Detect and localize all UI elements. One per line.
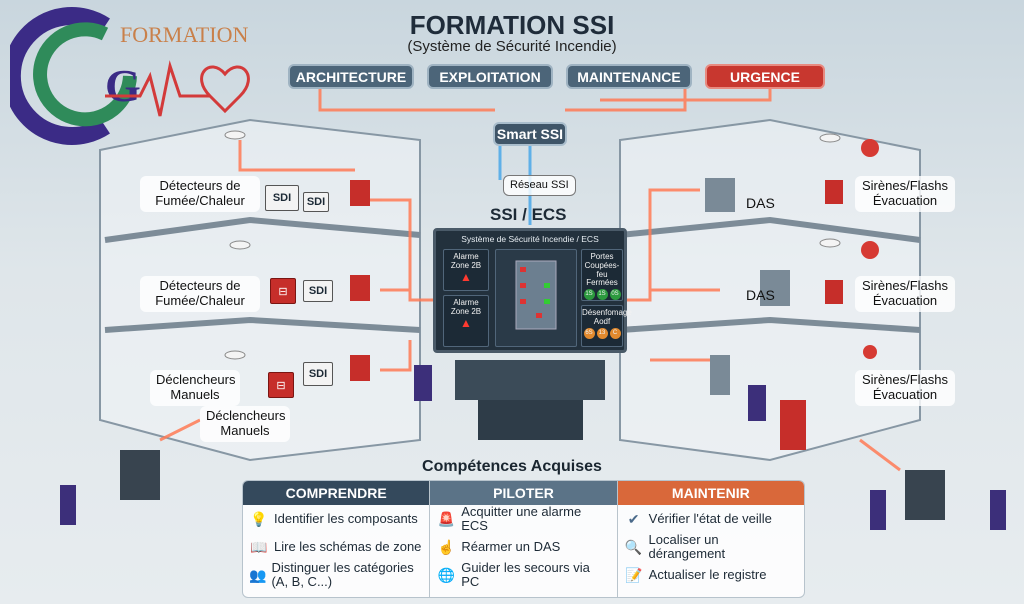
list-item: 🔍 Localiser un dérangement	[618, 533, 804, 561]
das-label-1: DAS	[746, 195, 775, 211]
sdi-box: SDI	[265, 185, 299, 211]
smart-ssi-badge: Smart SSI	[493, 122, 567, 146]
tab-urgence[interactable]: URGENCE	[705, 64, 825, 89]
smoke-badge: C	[609, 327, 621, 339]
sdi-box: SDI	[303, 362, 333, 386]
list-item: ✔ Vérifier l'état de veille	[618, 505, 804, 533]
siren-label-2: Sirènes/Flashs Évacuation	[855, 276, 955, 312]
door-badge: 0S	[609, 289, 621, 301]
column-header: COMPRENDRE	[243, 481, 430, 505]
item-text: Réarmer un DAS	[461, 539, 561, 555]
alarm-text: Alarme Zone 2B	[450, 252, 482, 270]
siren-icon: 🚨	[437, 510, 455, 527]
page-subtitle: (Système de Sécurité Incendie)	[407, 38, 617, 55]
building-3d-view	[495, 249, 577, 347]
item-text: Acquitter une alarme ECS	[461, 504, 582, 533]
item-text: Vérifier l'état de veille	[648, 511, 772, 527]
alarm-text: Alarme Zone 2B	[450, 298, 482, 316]
sdi-box: SDI	[303, 192, 329, 212]
alarm-panel: Alarme Zone 2B▲	[443, 249, 489, 291]
sdi-box: SDI	[303, 280, 333, 302]
building-icon	[515, 260, 557, 330]
globe-hand-icon: 🌐	[437, 566, 455, 583]
list-item: 👥Distinguer les catégories (A, B, C...)	[243, 561, 429, 589]
siren-icon: ▲	[460, 315, 472, 330]
tab-exploitation[interactable]: EXPLOITATION	[427, 64, 553, 89]
magnifier-icon: 🔍	[624, 538, 643, 555]
item-text: Distinguer les catégories (A, B, C...)	[271, 560, 414, 589]
list-item: 💡 Identifier les composants	[243, 505, 429, 533]
tab-architecture[interactable]: ARCHITECTURE	[288, 64, 414, 89]
alarm-panel: Alarme Zone 2B▲	[443, 295, 489, 347]
siren-label-1: Sirènes/Flashs Évacuation	[855, 176, 955, 212]
das-label-2: DAS	[746, 287, 775, 303]
list-item: ☝ Réarmer un DAS	[430, 533, 616, 561]
item-text: Localiser un dérangement	[648, 532, 726, 561]
skills-column-comprendre: COMPRENDRE 💡 Identifier les composants 📖 L…	[243, 481, 431, 597]
skills-column-maintenir: MAINTENIR ✔ Vérifier l'état de veille 🔍 Lo…	[617, 481, 804, 597]
skills-column-piloter: PILOTER 🚨 Acquitter une alarme ECS ☝ Réarm…	[430, 481, 618, 597]
door-badge: 1S	[596, 289, 608, 301]
siren-icon: ▲	[460, 269, 472, 284]
list-item: 📖 Lire les schémas de zone	[243, 533, 429, 561]
people-icon: 👥	[249, 566, 267, 583]
notepad-icon: 📝	[624, 566, 643, 583]
column-header: PILOTER	[430, 481, 617, 505]
manual-trigger-label-2: Déclencheurs Manuels	[200, 406, 290, 442]
reset-hand-icon: ☝	[437, 538, 456, 555]
reseau-ssi-label: Réseau SSI	[503, 175, 576, 196]
doors-text: Portes Coupées-feu Fermées	[584, 252, 620, 288]
smoke-badge: 13	[596, 327, 608, 339]
svg-text:G: G	[105, 60, 141, 111]
item-text: Guider les secours via PC	[461, 560, 590, 589]
siren-label-3: Sirènes/Flashs Évacuation	[855, 370, 955, 406]
logo: G FORMATION	[10, 7, 250, 145]
lightbulb-icon: 💡	[250, 510, 268, 527]
manual-call-point: ⊟	[270, 278, 296, 304]
manual-call-point: ⊟	[268, 372, 294, 398]
screen-title: Système de Sécurité Incendie / ECS	[461, 234, 599, 244]
ssi-ecs-label: SSI / ECS	[490, 205, 567, 224]
list-item: 📝 Actualiser le registre	[618, 561, 804, 589]
item-text: Actualiser le registre	[648, 567, 767, 583]
detector-label-2: Détecteurs de Fumée/Chaleur	[140, 276, 260, 312]
svg-text:FORMATION: FORMATION	[120, 22, 248, 47]
check-circle-icon: ✔	[627, 510, 640, 527]
list-item: 🌐 Guider les secours via PC	[430, 561, 616, 589]
column-header: MAINTENIR	[617, 481, 804, 505]
smoke-badge: 6S	[583, 327, 595, 339]
item-text: Identifier les composants	[274, 511, 418, 527]
ssi-ecs-screen: Système de Sécurité Incendie / ECS Alarm…	[433, 228, 632, 353]
manual-trigger-label-1: Déclencheurs Manuels	[150, 370, 240, 406]
detector-label-1: Détecteurs de Fumée/Chaleur	[140, 176, 260, 212]
page-title: FORMATION SSI	[409, 10, 615, 40]
door-badge: 1S	[583, 289, 595, 301]
list-item: 🚨 Acquitter une alarme ECS	[430, 505, 616, 533]
tab-maintenance[interactable]: MAINTENANCE	[566, 64, 692, 89]
skills-title: Compétences Acquises	[422, 458, 602, 475]
book-icon: 📖	[250, 538, 268, 555]
item-text: Lire les schémas de zone	[274, 539, 422, 555]
skills-table: COMPRENDRE 💡 Identifier les composants 📖 L…	[242, 480, 805, 598]
smoke-text: Désenfomage Aodf	[582, 308, 632, 326]
